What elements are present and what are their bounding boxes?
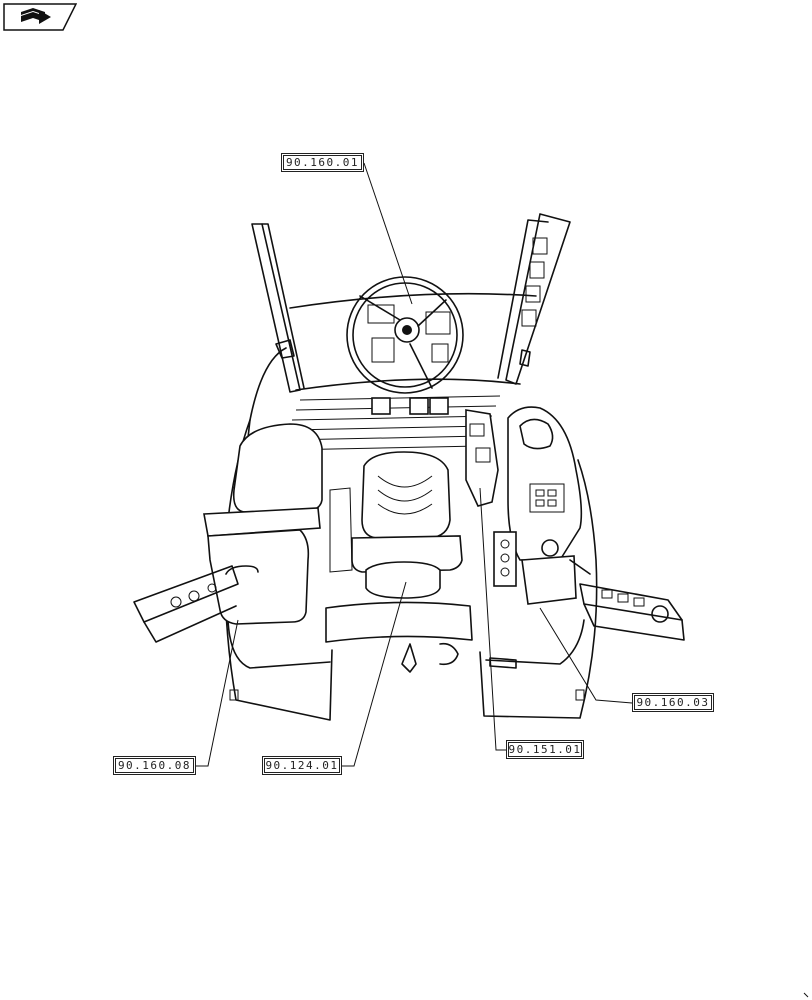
- callout-label: 90.160.03: [634, 695, 712, 710]
- callout-90-160-08[interactable]: 90.160.08: [113, 756, 196, 775]
- leader-line: [363, 162, 413, 305]
- leader-line: [196, 619, 239, 767]
- callout-label: 90.160.01: [283, 155, 362, 170]
- callout-label: 90.151.01: [508, 742, 582, 757]
- callout-90-124-01[interactable]: 90.124.01: [262, 756, 342, 775]
- leader-line: [539, 607, 633, 704]
- leader-line: [479, 487, 506, 751]
- book-arrow-icon[interactable]: [3, 3, 77, 31]
- callout-90-160-03[interactable]: 90.160.03: [632, 693, 714, 712]
- callout-90-160-01[interactable]: 90.160.01: [281, 153, 364, 172]
- callout-90-151-01[interactable]: 90.151.01: [506, 740, 584, 759]
- callout-label: 90.124.01: [264, 758, 340, 773]
- leader-line: [342, 581, 407, 767]
- callout-label: 90.160.08: [115, 758, 194, 773]
